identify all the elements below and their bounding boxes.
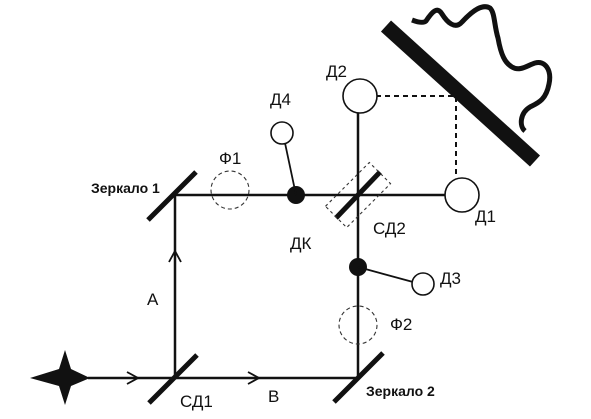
signal-waveform — [411, 4, 553, 133]
detector-2 — [342, 78, 378, 114]
detector-1-label: Д1 — [475, 207, 496, 226]
detector-2-label: Д2 — [326, 62, 347, 81]
screen-bar — [380, 20, 541, 167]
arrow-path-b-icon — [247, 371, 261, 385]
detector-1 — [444, 177, 480, 213]
detector-3 — [411, 272, 435, 296]
detector-4-label: Д4 — [270, 90, 291, 109]
beam-splitter-2 — [334, 170, 382, 220]
coincidence-connection — [376, 95, 457, 178]
filter-1-label: Ф1 — [219, 149, 241, 168]
detector-4 — [270, 121, 294, 145]
arrow-input-icon — [126, 371, 140, 385]
beam-splitter-2-label: СД2 — [373, 219, 406, 238]
dk-label: ДК — [290, 234, 312, 253]
detector-3-label: Д3 — [440, 269, 461, 288]
light-source-star-icon — [30, 350, 90, 405]
beam-splitter-2-enclosure — [324, 161, 392, 229]
detector-3-lead — [357, 266, 414, 283]
beam-splitter-1 — [147, 353, 199, 405]
mirror-2 — [332, 351, 385, 404]
beam-splitter-1-label: СД1 — [180, 392, 213, 411]
mirror-1 — [146, 170, 198, 222]
arrow-path-a-icon — [168, 249, 182, 263]
filter-1 — [210, 170, 250, 210]
mirror-1-label: Зеркало 1 — [91, 180, 160, 196]
filter-2 — [338, 305, 378, 345]
path-a-label: A — [147, 290, 159, 309]
path-b-label: B — [268, 387, 279, 406]
detector-4-lead — [284, 142, 297, 196]
mirror-2-label: Зеркало 2 — [366, 383, 435, 399]
filter-2-label: Ф2 — [390, 315, 412, 334]
